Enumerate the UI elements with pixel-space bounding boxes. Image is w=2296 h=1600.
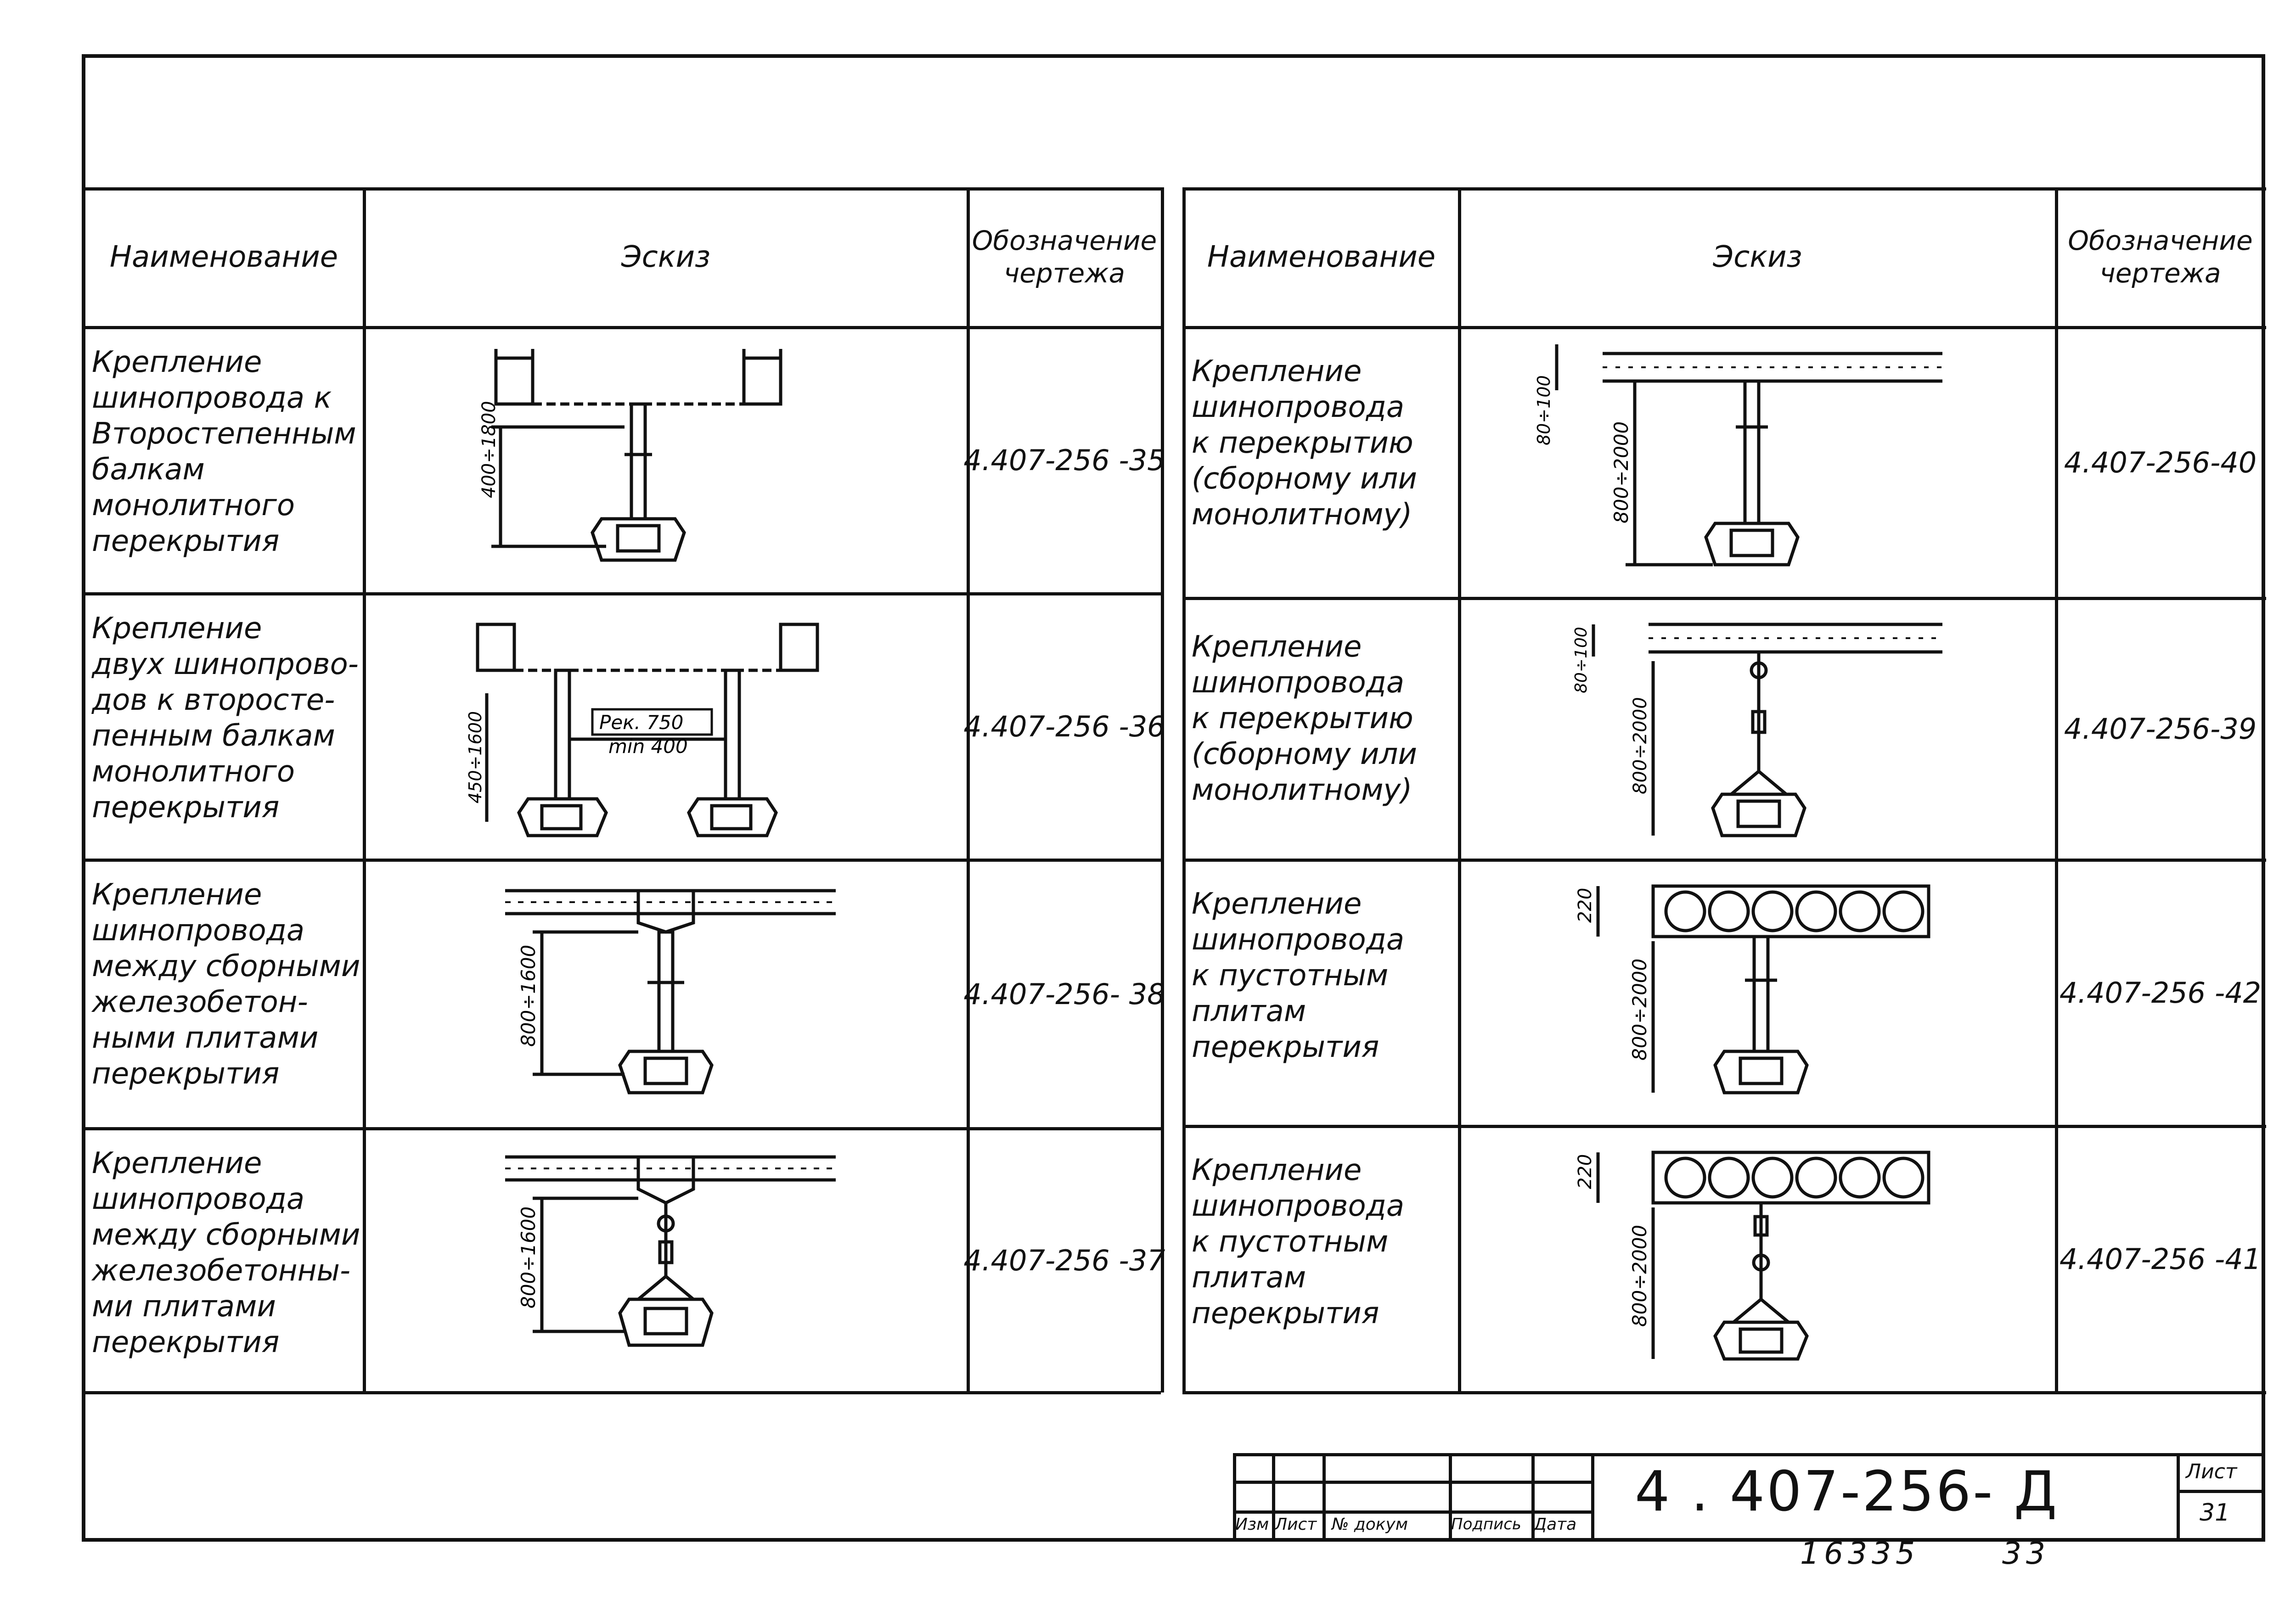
sheet-number: 31 bbox=[2200, 1499, 2230, 1527]
dim-label: 80÷100 bbox=[1534, 375, 1554, 445]
row-name: Крепление шинопровода к пустотным плитам… bbox=[1192, 887, 1405, 1065]
sketch-secondary-beams-single: 400÷1800 bbox=[478, 349, 782, 562]
dim-label: 800÷1600 bbox=[517, 1207, 540, 1308]
title-col-doc: № докум bbox=[1332, 1515, 1408, 1534]
dim-label: 800÷1600 bbox=[517, 945, 540, 1047]
sketch-hollow-slab-rod: 220 800÷2000 bbox=[1575, 884, 1930, 1095]
drawing-code: 4.407-256 -35 bbox=[963, 444, 1165, 477]
drawing-code: 4.407-256- 38 bbox=[963, 977, 1165, 1011]
sketch-secondary-beams-double: 450÷1600 Рек. 750 min 400 bbox=[465, 623, 819, 837]
row-name: Крепление шинопровода между сборными жел… bbox=[92, 878, 360, 1091]
row-name: Крепление шинопровода к перекрытию (сбор… bbox=[1192, 630, 1417, 808]
title-col-date: Дата bbox=[1534, 1515, 1577, 1534]
dim-label: 800÷2000 bbox=[1628, 959, 1651, 1061]
header-code: Обозначение чертежа bbox=[972, 225, 1157, 289]
archive-number: 16335 bbox=[1800, 1536, 1919, 1571]
sheet-label: Лист bbox=[2186, 1460, 2237, 1483]
page-number: 33 bbox=[2002, 1536, 2050, 1571]
row-name: Крепление шинопровода к пустотным плитам… bbox=[1192, 1153, 1405, 1331]
sketch-precast-slabs: 800÷1600 bbox=[505, 889, 836, 1095]
dim-label: 220 bbox=[1575, 1154, 1596, 1189]
header-code: Обозначение чертежа bbox=[2068, 225, 2253, 289]
dim-label: 400÷1800 bbox=[478, 401, 500, 498]
sketch-slab-rod: 80÷100 800÷2000 bbox=[1534, 344, 1942, 567]
dim-label: 800÷2000 bbox=[1610, 421, 1632, 523]
drawing-code: 4.407-256 -42 bbox=[2059, 976, 2262, 1010]
dim-label: min 400 bbox=[608, 735, 688, 758]
drawing-code: 4.407-256 -37 bbox=[963, 1243, 1165, 1277]
drawing-code: 4.407-256-39 bbox=[2064, 712, 2257, 746]
drawing-code: 4.407-256 -41 bbox=[2059, 1242, 2262, 1276]
drawing-code: 4.407-256 -36 bbox=[963, 710, 1165, 744]
header-sketch: Эскиз bbox=[621, 240, 711, 274]
sketch-hollow-slab-chain: 220 800÷2000 bbox=[1575, 1151, 1930, 1361]
dim-label: Рек. 750 bbox=[599, 711, 683, 734]
drawing-frame bbox=[82, 54, 2265, 1542]
header-name: Наименование bbox=[1207, 240, 1436, 274]
title-col-sign: Подпись bbox=[1451, 1515, 1521, 1533]
row-name: Крепление шинопровода к Второстепенным б… bbox=[92, 345, 356, 559]
drawing-code: 4.407-256-40 bbox=[2064, 446, 2257, 480]
dim-label: 450÷1600 bbox=[465, 711, 485, 803]
document-designation: 4 . 407-256- Д bbox=[1635, 1460, 2059, 1524]
row-name: Крепление шинопровода между сборными жел… bbox=[92, 1146, 360, 1360]
header-sketch: Эскиз bbox=[1713, 240, 1802, 274]
header-name: Наименование bbox=[109, 240, 338, 274]
sketch-slab-chain: 80÷100 800÷2000 bbox=[1572, 623, 1942, 837]
row-name: Крепление двух шинопрово- дов к второсте… bbox=[92, 612, 359, 825]
sketch-precast-slabs-chain: 800÷1600 bbox=[505, 1155, 836, 1347]
dim-label: 800÷2000 bbox=[1630, 697, 1651, 794]
dim-label: 800÷2000 bbox=[1628, 1225, 1651, 1327]
dim-label: 220 bbox=[1575, 888, 1596, 923]
dim-label: 80÷100 bbox=[1572, 627, 1591, 693]
title-col-list: Лист bbox=[1275, 1515, 1317, 1534]
title-col-izm: Изм bbox=[1235, 1515, 1269, 1534]
row-name: Крепление шинопровода к перекрытию (сбор… bbox=[1192, 354, 1417, 532]
